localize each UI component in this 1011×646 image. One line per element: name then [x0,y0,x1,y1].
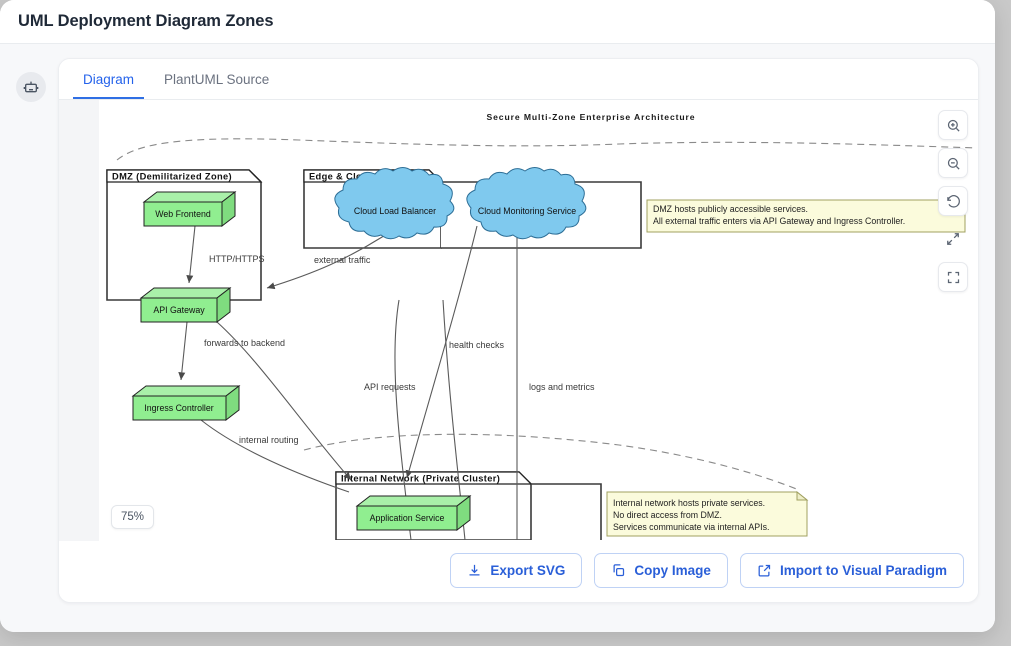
copy-image-label: Copy Image [634,563,711,578]
zoom-controls [938,110,968,292]
node-cloud-load-balancer[interactable]: Cloud Load Balancer [334,167,455,240]
diagram-canvas[interactable]: Secure Multi-Zone Enterprise Architectur… [99,100,978,541]
node-application-service-label: Application Service [370,513,445,523]
node-api-gateway[interactable]: API Gateway [139,286,232,324]
diagram-card: Diagram PlantUML Source Secure Multi-Zon… [58,58,979,603]
assistant-avatar [16,72,46,102]
app-window: UML Deployment Diagram Zones Diagram Pla… [0,0,995,632]
node-application-service[interactable]: Application Service [355,494,472,532]
note-dmz-line-2: All external traffic enters via API Gate… [653,216,905,226]
import-visual-paradigm-label: Import to Visual Paradigm [779,563,947,578]
zoom-level-badge: 75% [111,505,155,529]
export-svg-button[interactable]: Export SVG [450,553,583,588]
fit-screen-icon [947,233,959,245]
note-dmz: DMZ hosts publicly accessible services. … [646,199,966,233]
tab-plantuml-source[interactable]: PlantUML Source [164,72,270,87]
tab-diagram[interactable]: Diagram [73,59,145,99]
edge-label-http-https: HTTP/HTTPS [209,254,265,264]
node-cloud-load-balancer-label: Cloud Load Balancer [354,206,436,216]
diagram-canvas-area[interactable]: Secure Multi-Zone Enterprise Architectur… [59,100,978,541]
action-footer: Export SVG Copy Image Import to Visual P… [59,541,978,602]
node-cloud-monitoring-service-label: Cloud Monitoring Service [478,206,576,216]
import-visual-paradigm-button[interactable]: Import to Visual Paradigm [739,553,964,588]
zoom-out-icon [947,157,960,170]
node-api-gateway-label: API Gateway [153,305,205,315]
zoom-in-icon [947,119,960,132]
external-link-icon [758,564,771,577]
edge-label-health-checks: health checks [449,340,505,350]
copy-icon [613,564,625,577]
node-web-frontend[interactable]: Web Frontend [142,190,237,228]
fullscreen-icon [947,271,959,283]
uml-deployment-diagram: Secure Multi-Zone Enterprise Architectur… [106,112,978,540]
fit-screen-button[interactable] [938,224,968,254]
zone-boundary-top [116,138,978,161]
copy-image-button[interactable]: Copy Image [594,553,728,588]
zoom-in-button[interactable] [938,110,968,140]
reset-rotate-icon [946,194,960,208]
note-dmz-line-1: DMZ hosts publicly accessible services. [653,204,808,214]
title-bar: UML Deployment Diagram Zones [0,0,995,44]
zone-internal-label: Internal Network (Private Cluster) [341,474,500,484]
edge-label-forwards-to-backend: forwards to backend [204,338,285,348]
edge-label-logs-and-metrics: logs and metrics [529,382,595,392]
zone-dmz: DMZ (Demilitarized Zone) [106,169,263,301]
export-svg-label: Export SVG [490,563,566,578]
node-ingress-controller-label: Ingress Controller [144,403,213,413]
reset-view-button[interactable] [938,186,968,216]
note-internal-line-3: Services communicate via internal APIs. [613,522,769,532]
node-cloud-monitoring-service[interactable]: Cloud Monitoring Service [466,167,587,240]
edge-label-api-requests: API requests [364,382,416,392]
node-ingress-controller[interactable]: Ingress Controller [131,384,241,422]
note-internal: Internal network hosts private services.… [606,490,809,537]
robot-icon [23,81,39,93]
node-web-frontend-label: Web Frontend [155,209,211,219]
fullscreen-button[interactable] [938,262,968,292]
zone-boundary-bottom [303,433,800,491]
zoom-out-button[interactable] [938,148,968,178]
tab-bar: Diagram PlantUML Source [59,59,978,100]
page-title: UML Deployment Diagram Zones [18,12,274,30]
download-icon [469,564,480,576]
note-internal-line-1: Internal network hosts private services. [613,498,765,508]
edge-label-internal-routing: internal routing [239,435,299,445]
body-area: Diagram PlantUML Source Secure Multi-Zon… [0,44,995,632]
edge-label-external-traffic: external traffic [314,255,371,265]
note-internal-line-2: No direct access from DMZ. [613,510,722,520]
zone-dmz-label: DMZ (Demilitarized Zone) [112,172,232,182]
diagram-title: Secure Multi-Zone Enterprise Architectur… [487,112,696,122]
